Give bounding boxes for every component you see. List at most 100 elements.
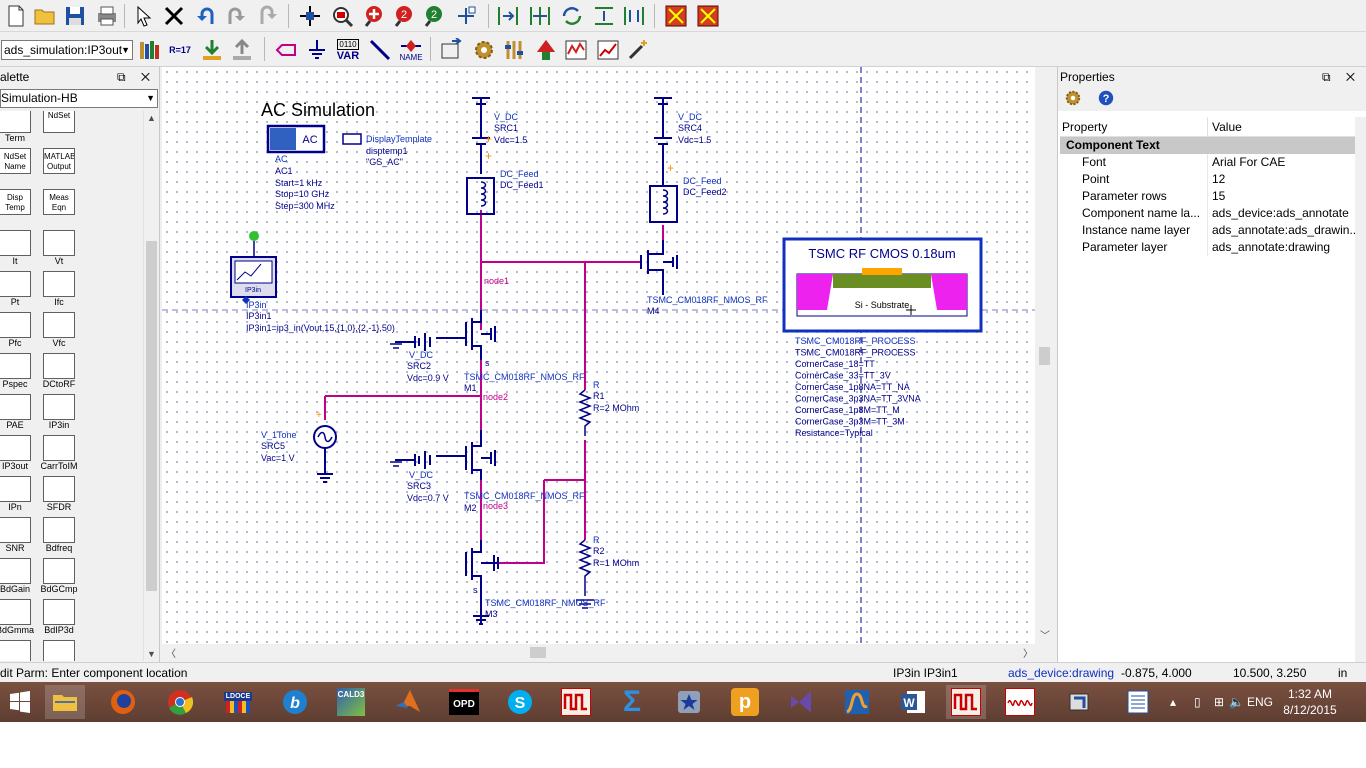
palette-item[interactable]: Term xyxy=(0,111,34,147)
app-curve-icon[interactable] xyxy=(837,685,877,719)
upload-icon[interactable] xyxy=(228,37,256,63)
palette-item[interactable]: IP3out xyxy=(0,435,34,475)
ads-icon[interactable] xyxy=(556,685,596,719)
property-value[interactable]: ads_annotate:ads_drawin... xyxy=(1212,223,1357,237)
palette-item[interactable]: Ifc xyxy=(40,271,78,311)
rotate-icon[interactable] xyxy=(558,3,586,29)
properties-scrollbar[interactable] xyxy=(1355,117,1366,662)
firefox-icon[interactable] xyxy=(103,685,143,719)
palette-category-select[interactable]: Simulation-HB▼ xyxy=(0,89,158,108)
library-select[interactable]: ads_simulation:IP3out▼ xyxy=(1,40,133,60)
palette-item[interactable]: BdIP3d xyxy=(40,599,78,639)
select-arrow-icon[interactable] xyxy=(130,3,158,29)
network-icon[interactable]: ⊞ xyxy=(1214,695,1225,709)
palette-item[interactable]: DCtoRF xyxy=(40,353,78,393)
snap-icon[interactable] xyxy=(452,3,480,29)
graph-icon[interactable] xyxy=(594,37,622,63)
palette-item[interactable]: Vt xyxy=(40,230,78,270)
tray-expand-icon[interactable]: ▴ xyxy=(1170,695,1177,709)
document-list-icon[interactable] xyxy=(1118,685,1158,719)
palette-item[interactable]: PAE xyxy=(0,394,34,434)
visual-studio-icon[interactable] xyxy=(781,685,821,719)
palette-item[interactable]: Vfc xyxy=(40,312,78,352)
palette-item[interactable]: BdNPwr xyxy=(0,640,34,661)
palette-item[interactable]: Disp Temp xyxy=(0,189,34,229)
redo-all-icon[interactable] xyxy=(254,3,282,29)
file-explorer-icon[interactable] xyxy=(45,685,85,719)
longman-dictionary-icon[interactable]: LDOCE xyxy=(218,685,258,719)
palette-item[interactable]: NdSet Name xyxy=(0,148,34,188)
palette-scroll-thumb[interactable] xyxy=(146,241,157,591)
data-display-icon[interactable] xyxy=(562,37,590,63)
align-vertical-icon[interactable] xyxy=(590,3,618,29)
palette-window-buttons[interactable]: ⧉ ✕ xyxy=(116,70,156,84)
align-distribute-icon[interactable] xyxy=(526,3,554,29)
palette-item[interactable]: MATLAB Output xyxy=(40,148,78,188)
r1-resistor[interactable] xyxy=(577,389,593,436)
property-value[interactable]: Arial For CAE xyxy=(1212,155,1286,169)
dc-feed2[interactable] xyxy=(649,185,678,223)
undo-icon[interactable] xyxy=(192,3,220,29)
palette-item[interactable]: Pspec xyxy=(0,353,34,393)
chrome-icon[interactable] xyxy=(160,685,200,719)
palette-item[interactable]: CarrToIM xyxy=(40,435,78,475)
sigma-icon[interactable]: Σ xyxy=(622,685,641,718)
zoom-out-2x-icon[interactable]: 2 xyxy=(420,3,448,29)
display-template-icon[interactable] xyxy=(342,133,362,145)
palette-item[interactable]: NdSet xyxy=(40,111,78,147)
ads-active-icon[interactable] xyxy=(946,685,986,719)
property-value[interactable]: ads_annotate:drawing xyxy=(1212,240,1331,254)
simulate-gear-icon[interactable] xyxy=(470,37,498,63)
property-value[interactable]: 15 xyxy=(1212,189,1226,203)
ground-icon[interactable] xyxy=(303,37,331,63)
open-folder-icon[interactable] xyxy=(31,3,59,29)
palette-item[interactable]: Bdfreq xyxy=(40,517,78,557)
matlab-icon[interactable] xyxy=(388,685,428,719)
palette-item[interactable]: It xyxy=(0,230,34,270)
volume-icon[interactable]: 🔈 xyxy=(1229,695,1244,709)
download-icon[interactable] xyxy=(198,37,226,63)
property-value[interactable]: ads_device:ads_annotate xyxy=(1212,206,1349,220)
redo-icon[interactable] xyxy=(222,3,250,29)
wire-icon[interactable] xyxy=(366,37,394,63)
print-icon[interactable] xyxy=(93,3,121,29)
palette-item[interactable]: BdGCmp xyxy=(40,558,78,598)
zoom-in-icon[interactable] xyxy=(360,3,388,29)
property-value[interactable]: 12 xyxy=(1212,172,1226,186)
port-icon[interactable] xyxy=(272,37,300,63)
dc-feed1[interactable] xyxy=(466,177,495,215)
network-drive-icon[interactable] xyxy=(1060,685,1100,719)
deactivate-icon[interactable] xyxy=(662,3,690,29)
ads-data-display-icon[interactable] xyxy=(1000,685,1040,719)
save-icon[interactable] xyxy=(61,3,89,29)
canvas-vertical-scrollbar[interactable]: ﹀ xyxy=(1036,67,1053,644)
optimize-arrow-icon[interactable] xyxy=(532,37,560,63)
canvas-horizontal-scrollbar[interactable]: 〈 〉 xyxy=(162,644,1035,661)
component-param-icon[interactable]: R=17 xyxy=(169,45,191,55)
word-icon[interactable]: W xyxy=(893,685,933,719)
palette-item[interactable]: Pt xyxy=(0,271,34,311)
language-indicator[interactable]: ENG xyxy=(1247,695,1274,709)
canvas-hscroll-thumb[interactable] xyxy=(530,647,546,658)
palette-item[interactable]: IPn xyxy=(0,476,34,516)
magic-wand-icon[interactable] xyxy=(624,37,652,63)
canvas-vscroll-thumb[interactable] xyxy=(1039,347,1050,365)
palette-item[interactable]: BudPwrl xyxy=(40,640,78,661)
activate-icon[interactable] xyxy=(694,3,722,29)
tuning-icon[interactable] xyxy=(500,37,528,63)
zoom-window-icon[interactable] xyxy=(328,3,356,29)
palette-item[interactable]: SFDR xyxy=(40,476,78,516)
app-p-icon[interactable]: p xyxy=(725,685,765,719)
push-hierarchy-icon[interactable] xyxy=(438,37,466,63)
move-icon[interactable] xyxy=(296,3,324,29)
palette-item[interactable]: BdGmma xyxy=(0,599,34,639)
align-left-icon[interactable] xyxy=(494,3,522,29)
palette-scrollbar[interactable]: ▲ ▼ xyxy=(143,111,158,661)
palette-item[interactable]: Pfc xyxy=(0,312,34,352)
properties-window-buttons[interactable]: ⧉ ✕ xyxy=(1321,70,1361,84)
